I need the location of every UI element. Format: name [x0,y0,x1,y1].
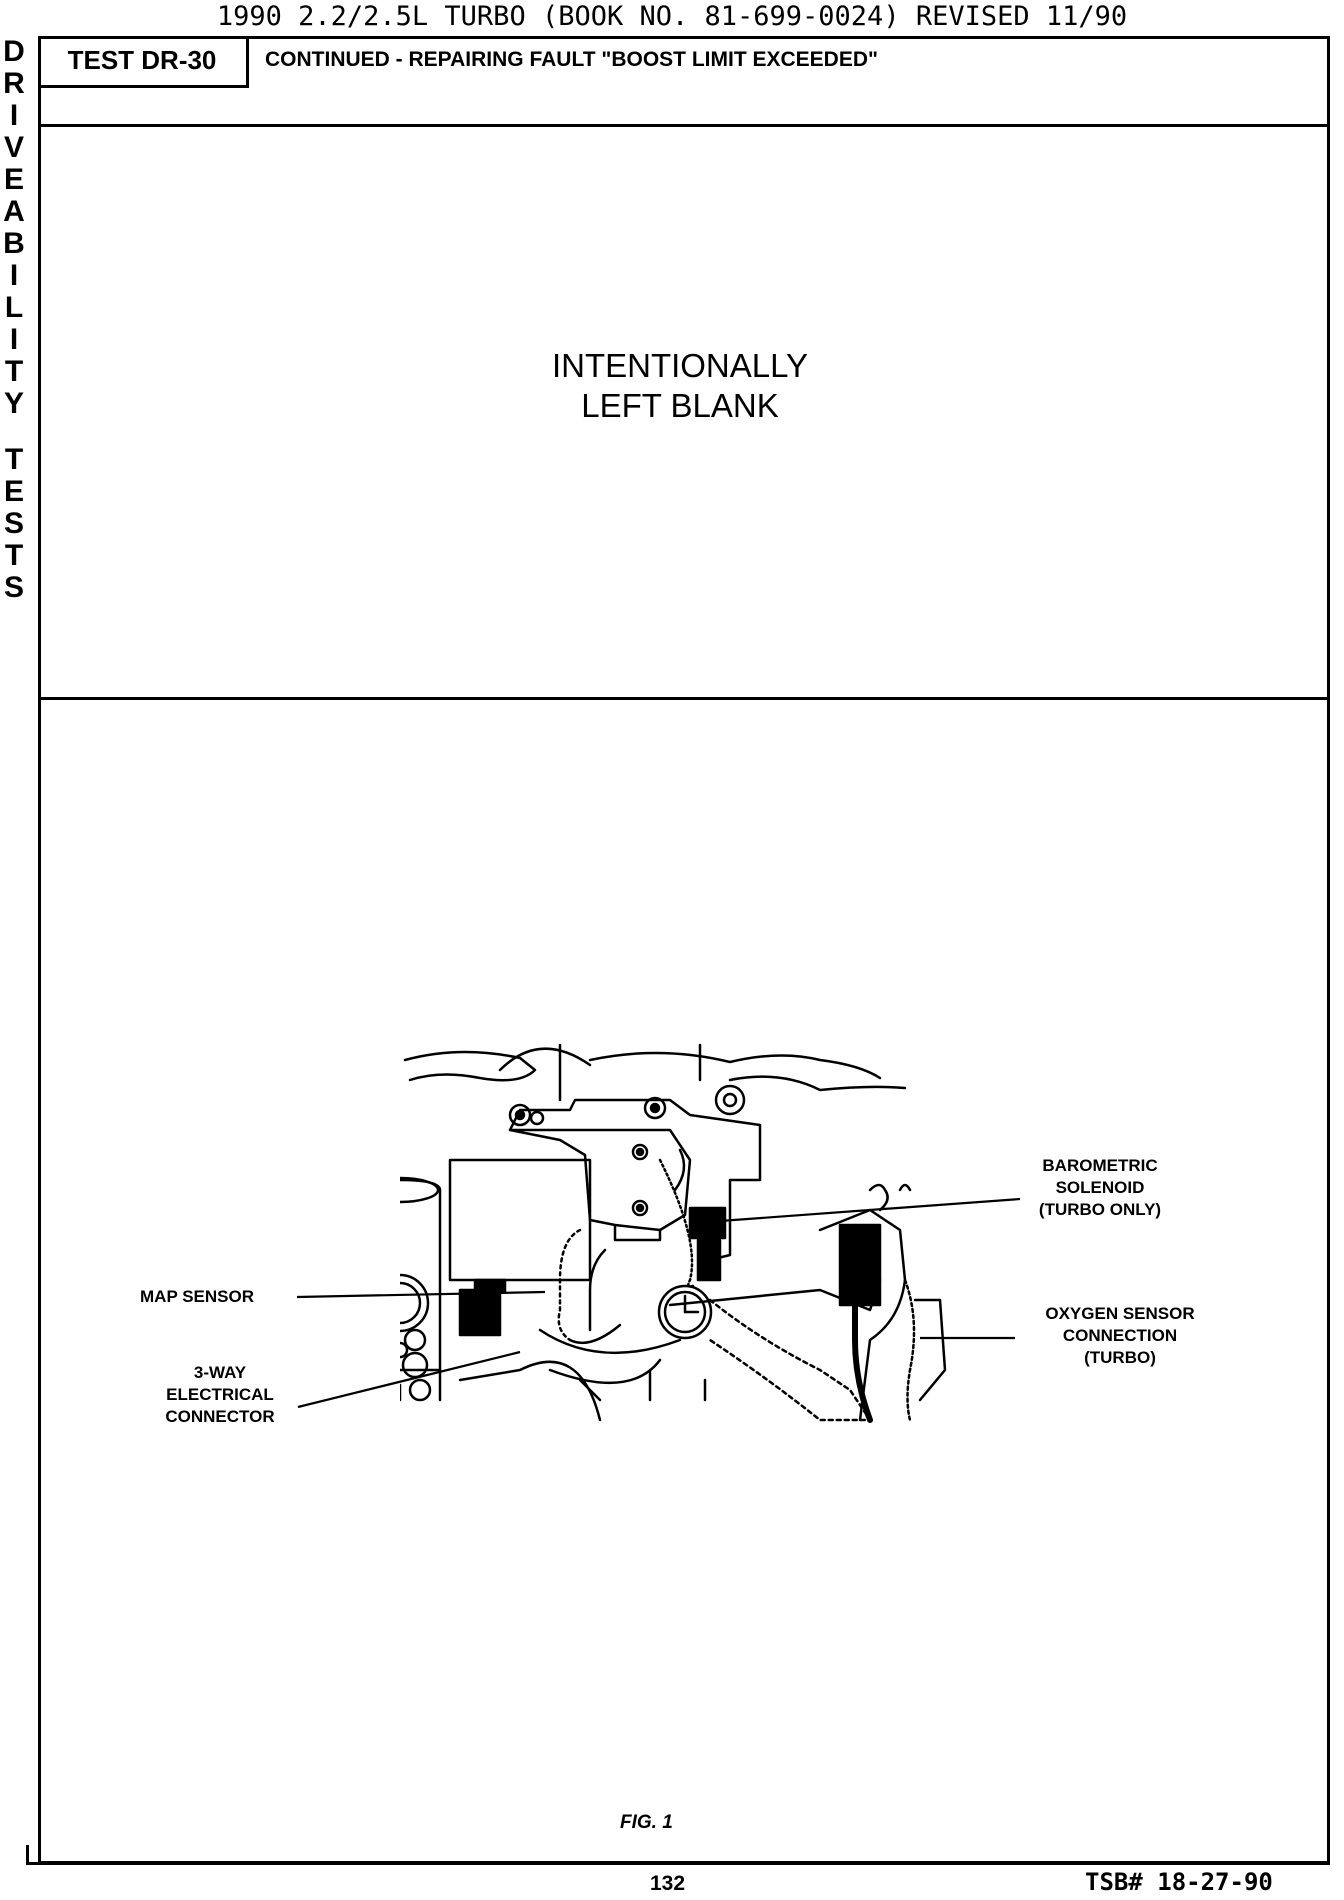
side-letter: V [3,131,24,164]
callout-line: (TURBO) [1084,1348,1156,1367]
leader-three-way [297,1350,521,1409]
intentionally-blank-notice: INTENTIONALLY LEFT BLANK [460,346,900,426]
side-letter: S [3,571,24,604]
leader-barometric [719,1197,1021,1223]
test-title: CONTINUED - REPAIRING FAULT "BOOST LIMIT… [265,48,878,71]
callout-line: SOLENOID [1055,1178,1145,1197]
side-letter: B [3,227,25,260]
side-letter: I [9,99,19,132]
callout-oxygen-sensor: OXYGEN SENSOR CONNECTION (TURBO) [1020,1303,1220,1369]
callout-line: (TURBO ONLY) [1038,1200,1162,1219]
callout-map-sensor: MAP SENSOR [140,1287,254,1306]
callout-line: BAROMETRIC [1042,1156,1158,1175]
side-letter: T [4,443,24,476]
tsb-number: TSB# 18-27-90 [1085,1868,1273,1896]
callout-line: CONNECTION [1062,1326,1178,1345]
section-divider [38,697,1330,700]
side-letter: T [4,539,24,572]
figure-caption: FIG. 1 [620,1812,673,1833]
side-letter: D [3,35,25,68]
side-letter: Y [3,387,24,420]
blank-line-2: LEFT BLANK [581,387,779,424]
side-letter: S [3,507,24,540]
callout-line: 3-WAY [193,1363,247,1382]
callout-line: CONNECTOR [165,1407,275,1426]
running-header: 1990 2.2/2.5L TURBO (BOOK NO. 81-699-002… [216,1,1128,32]
leader-map-sensor [296,1290,546,1299]
side-letter: E [3,475,24,508]
callout-barometric-solenoid: BAROMETRIC SOLENOID (TURBO ONLY) [1010,1155,1190,1221]
side-letter: A [3,195,25,228]
callout-three-way-connector: 3-WAY ELECTRICAL CONNECTOR [145,1362,295,1428]
blank-line-1: INTENTIONALLY [551,347,809,384]
test-id-box: TEST DR-30 [38,36,249,88]
bottom-rule [26,1862,1330,1865]
side-letter: I [9,259,19,292]
side-letter: R [3,67,25,100]
side-letter: I [9,323,19,356]
engine-bay-illustration [400,1043,947,1423]
callout-line: OXYGEN SENSOR [1045,1304,1195,1323]
corner-rule [26,1845,29,1865]
callout-line: ELECTRICAL [166,1385,274,1404]
side-title: D R I V E A B I L I T Y T E S T S [3,36,25,604]
page-number: 132 [650,1872,686,1895]
side-letter: L [4,291,24,324]
side-letter: T [4,355,24,388]
side-letter: E [3,163,24,196]
header-divider [38,124,1330,127]
